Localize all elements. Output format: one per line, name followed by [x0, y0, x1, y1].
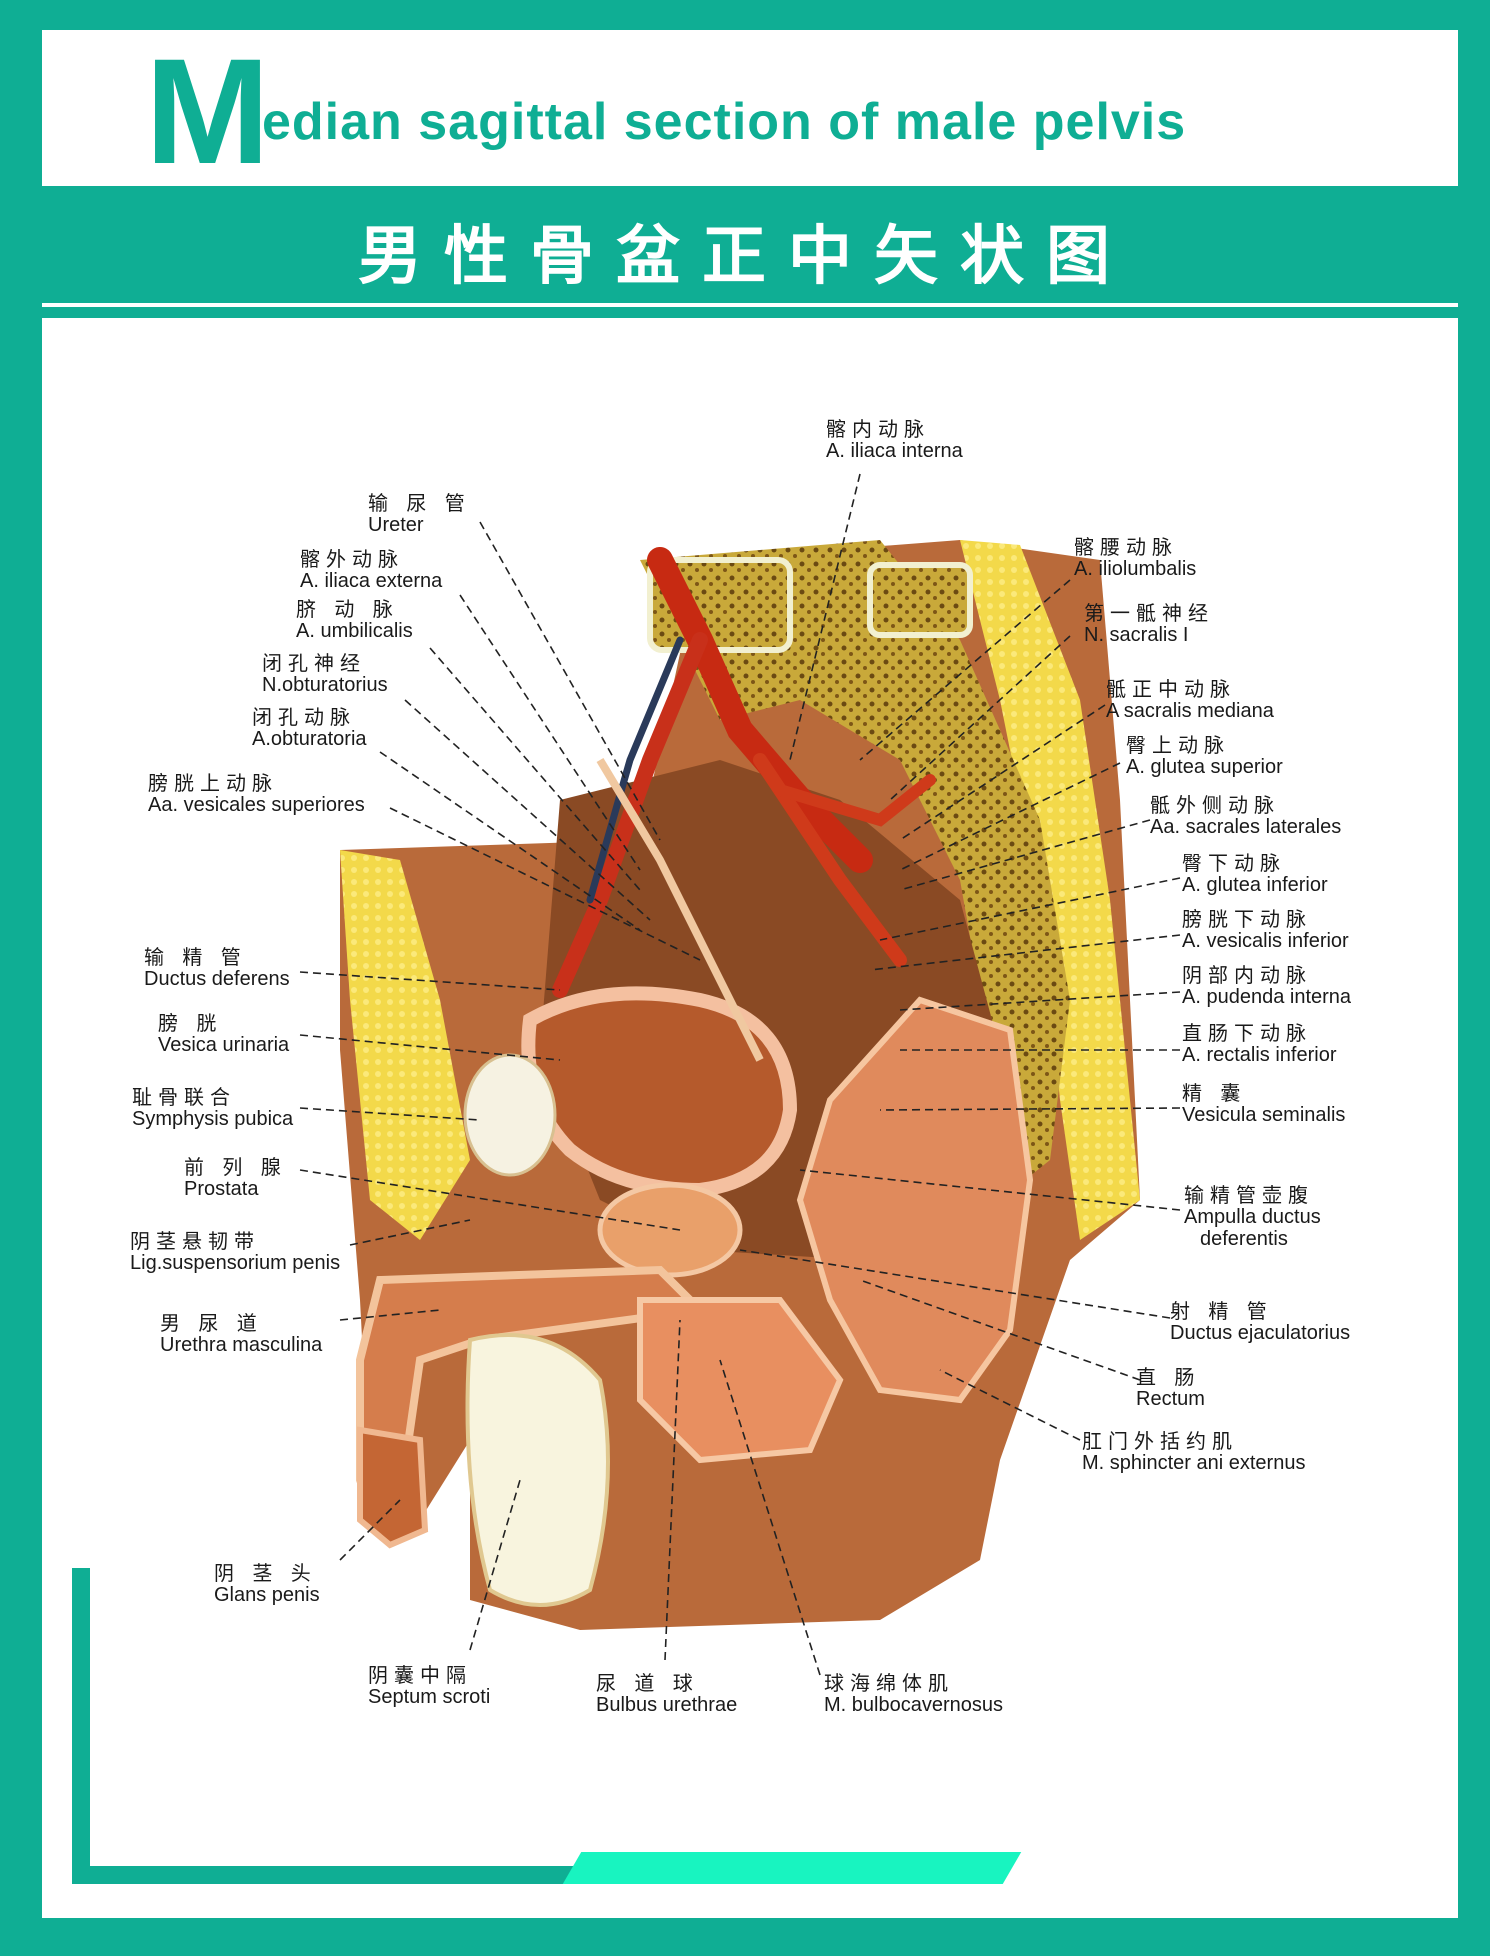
artery-branch: [753, 753, 907, 967]
page-subtitle: 男性骨盆正中矢状图: [358, 220, 1132, 294]
glans: [357, 1426, 429, 1549]
sacrum: [640, 540, 1070, 1200]
prostate: [597, 1182, 743, 1278]
rectum: [796, 996, 1034, 1404]
leader-lines: [299, 473, 1181, 1676]
artery-externa: [552, 632, 708, 998]
title-initial: M: [145, 27, 270, 195]
accent-vertical-bar: [72, 1568, 90, 1884]
divider-line: [42, 303, 1458, 307]
scrotum: [465, 1333, 610, 1607]
artery-branch: [774, 774, 936, 827]
page-title: edian sagittal section of male pelvis: [262, 93, 1187, 151]
title-panel: [42, 30, 1458, 186]
vertebra: [867, 562, 973, 638]
ureter: [596, 757, 764, 1062]
bulbus-urethrae: [637, 1297, 844, 1464]
vein: [586, 636, 684, 904]
accent-horizontal-bar: [72, 1866, 592, 1884]
artery-iliaca: [647, 547, 873, 873]
penis: [356, 1265, 709, 1539]
symphysis: [463, 1053, 557, 1177]
bladder: [521, 986, 798, 1198]
